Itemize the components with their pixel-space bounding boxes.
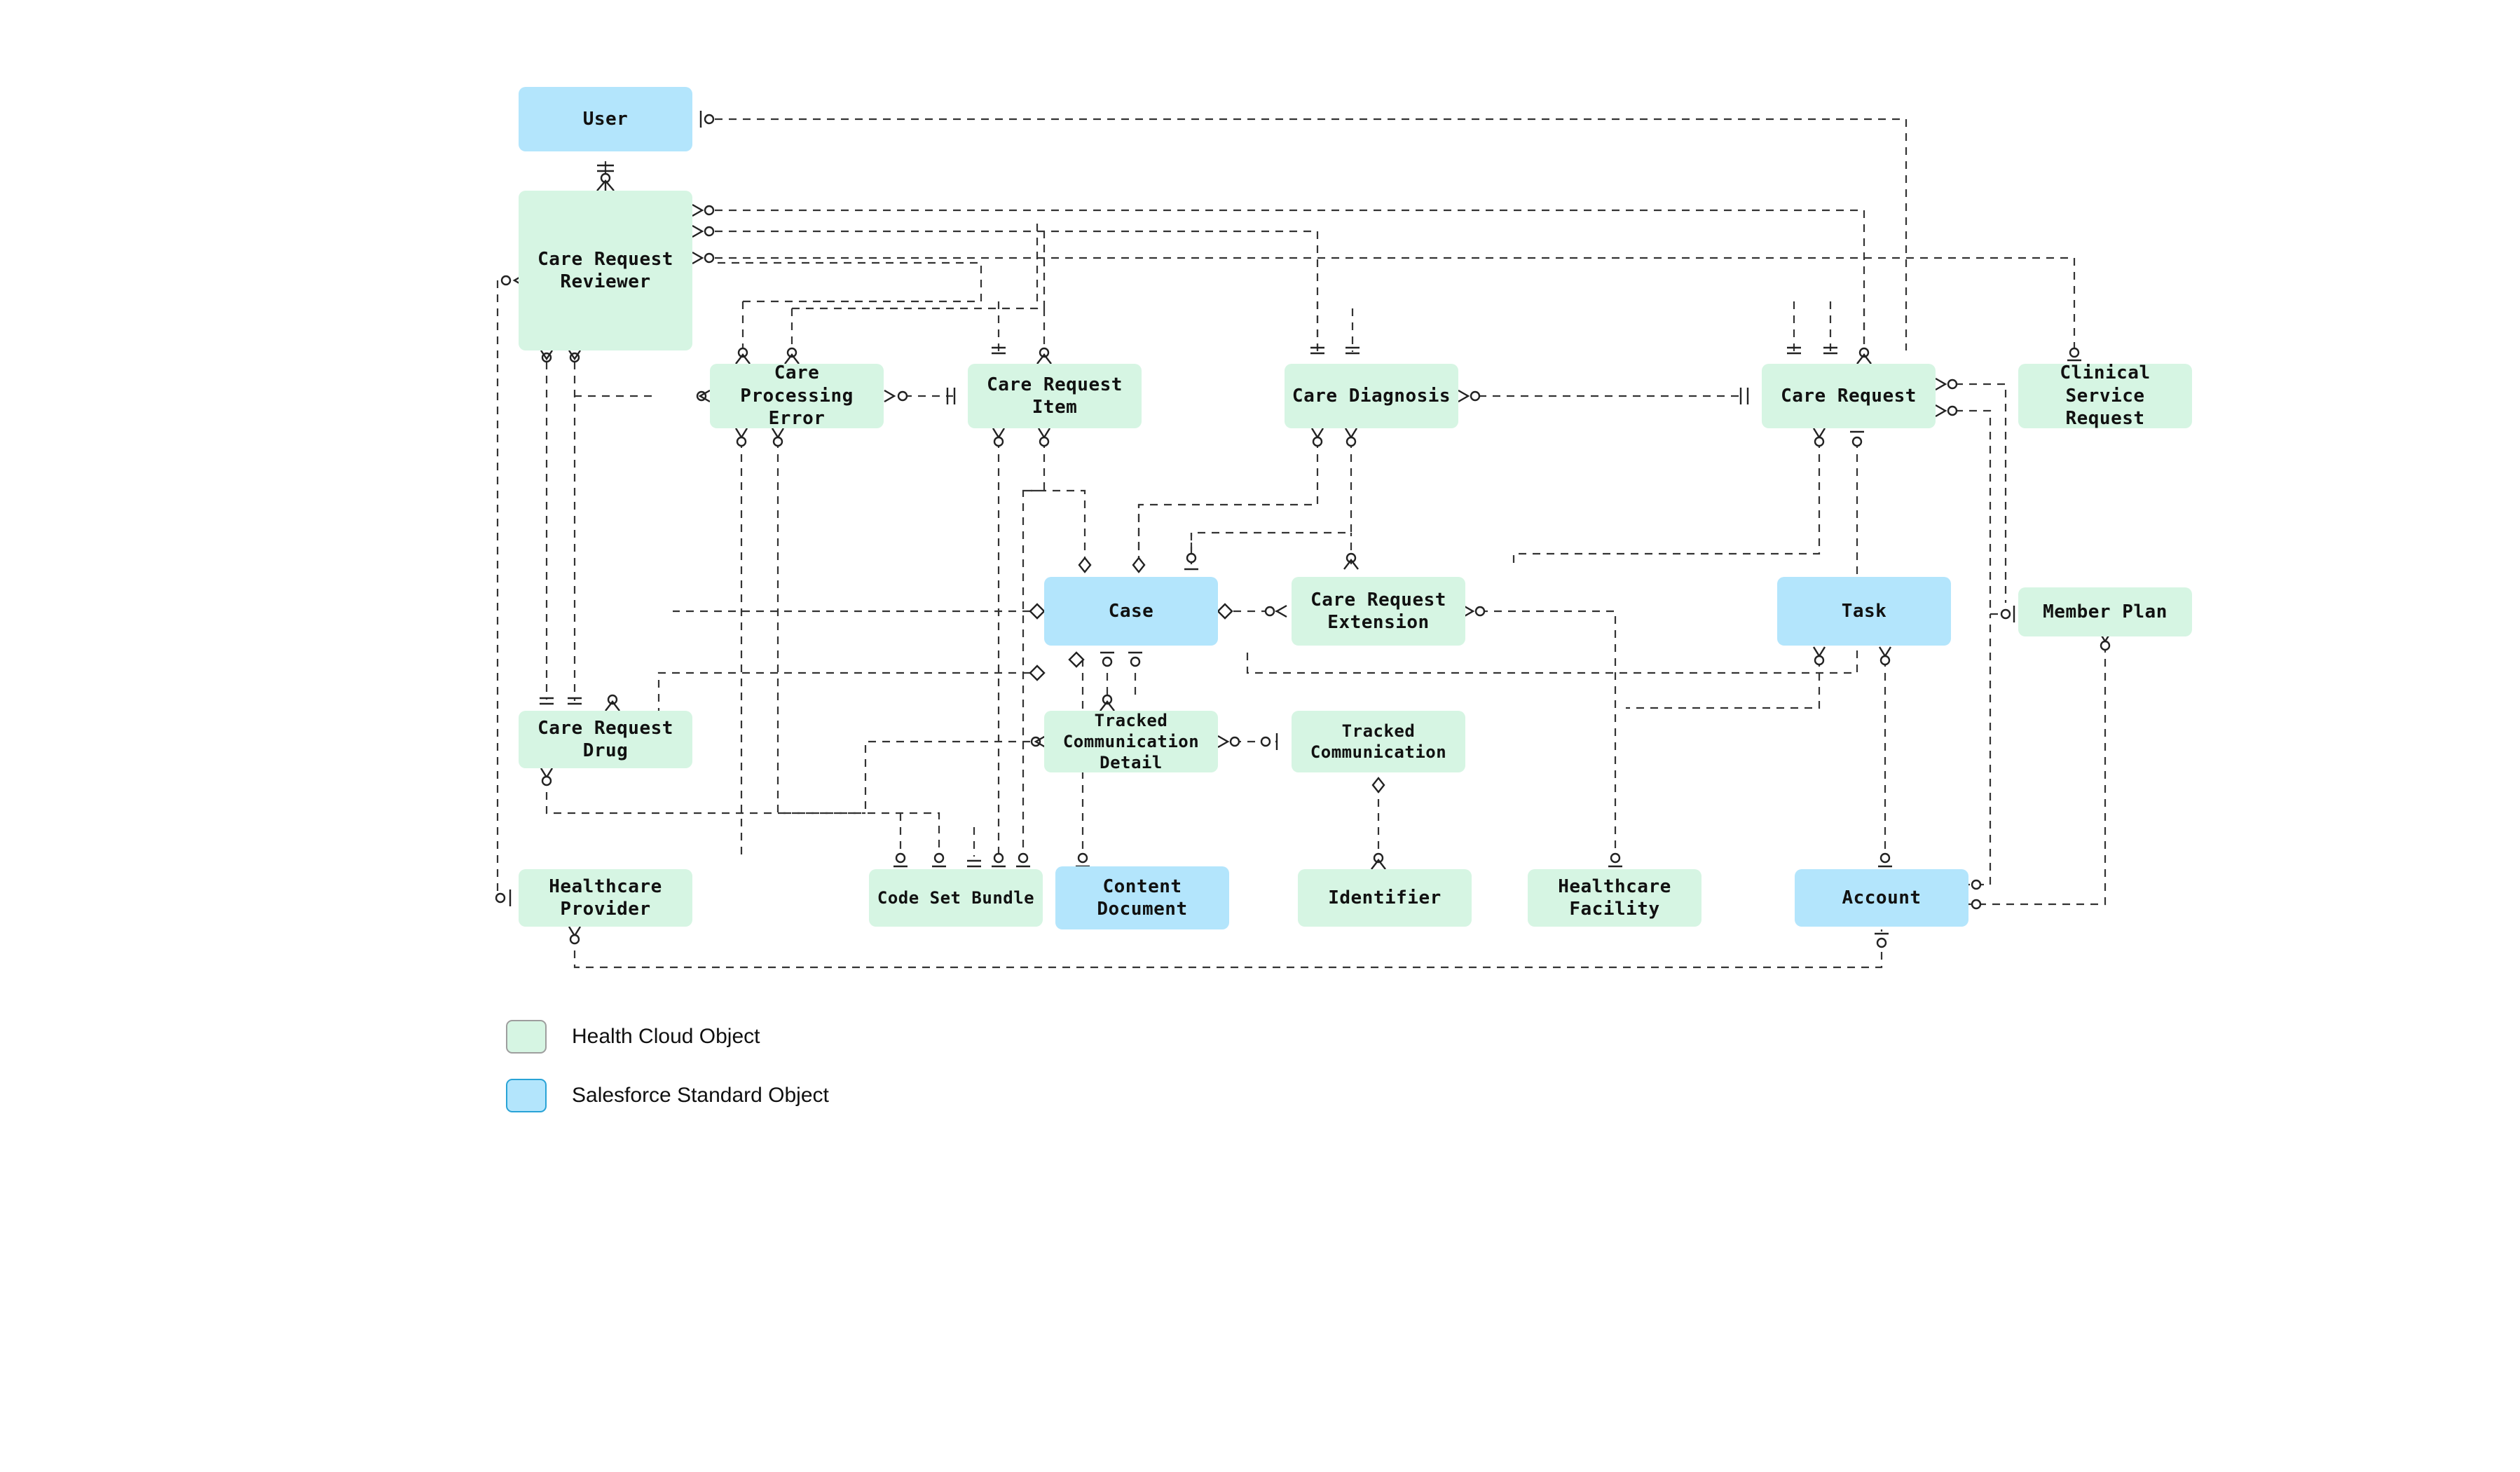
legend-item-salesforce-standard-object: Salesforce Standard Object (506, 1079, 829, 1112)
entity-label: Code Set Bundle (877, 888, 1035, 908)
entity-label: Care Diagnosis (1292, 385, 1451, 407)
legend-label-health-cloud: Health Cloud Object (572, 1025, 760, 1048)
legend-swatch-health-cloud (506, 1020, 547, 1054)
entity-label: Member Plan (2043, 601, 2168, 622)
entity-label: Care Request (1781, 385, 1917, 407)
entity-label: User (582, 108, 629, 130)
legend-swatch-salesforce-standard (506, 1079, 547, 1112)
legend-item-health-cloud-object: Health Cloud Object (506, 1020, 760, 1054)
entity-user[interactable]: User (519, 87, 692, 151)
entity-label: Account (1842, 887, 1922, 908)
entity-care-request[interactable]: Care Request (1762, 364, 1936, 428)
entity-care-diagnosis[interactable]: Care Diagnosis (1285, 364, 1458, 428)
entity-label: Identifier (1328, 887, 1442, 908)
legend-label-salesforce-standard: Salesforce Standard Object (572, 1084, 829, 1107)
entity-identifier[interactable]: Identifier (1298, 869, 1472, 927)
entity-member-plan[interactable]: Member Plan (2018, 587, 2192, 636)
entity-account[interactable]: Account (1795, 869, 1968, 927)
entity-case[interactable]: Case (1044, 577, 1218, 646)
entity-code-set-bundle[interactable]: Code Set Bundle (869, 869, 1043, 927)
entity-label: Case (1108, 600, 1154, 622)
